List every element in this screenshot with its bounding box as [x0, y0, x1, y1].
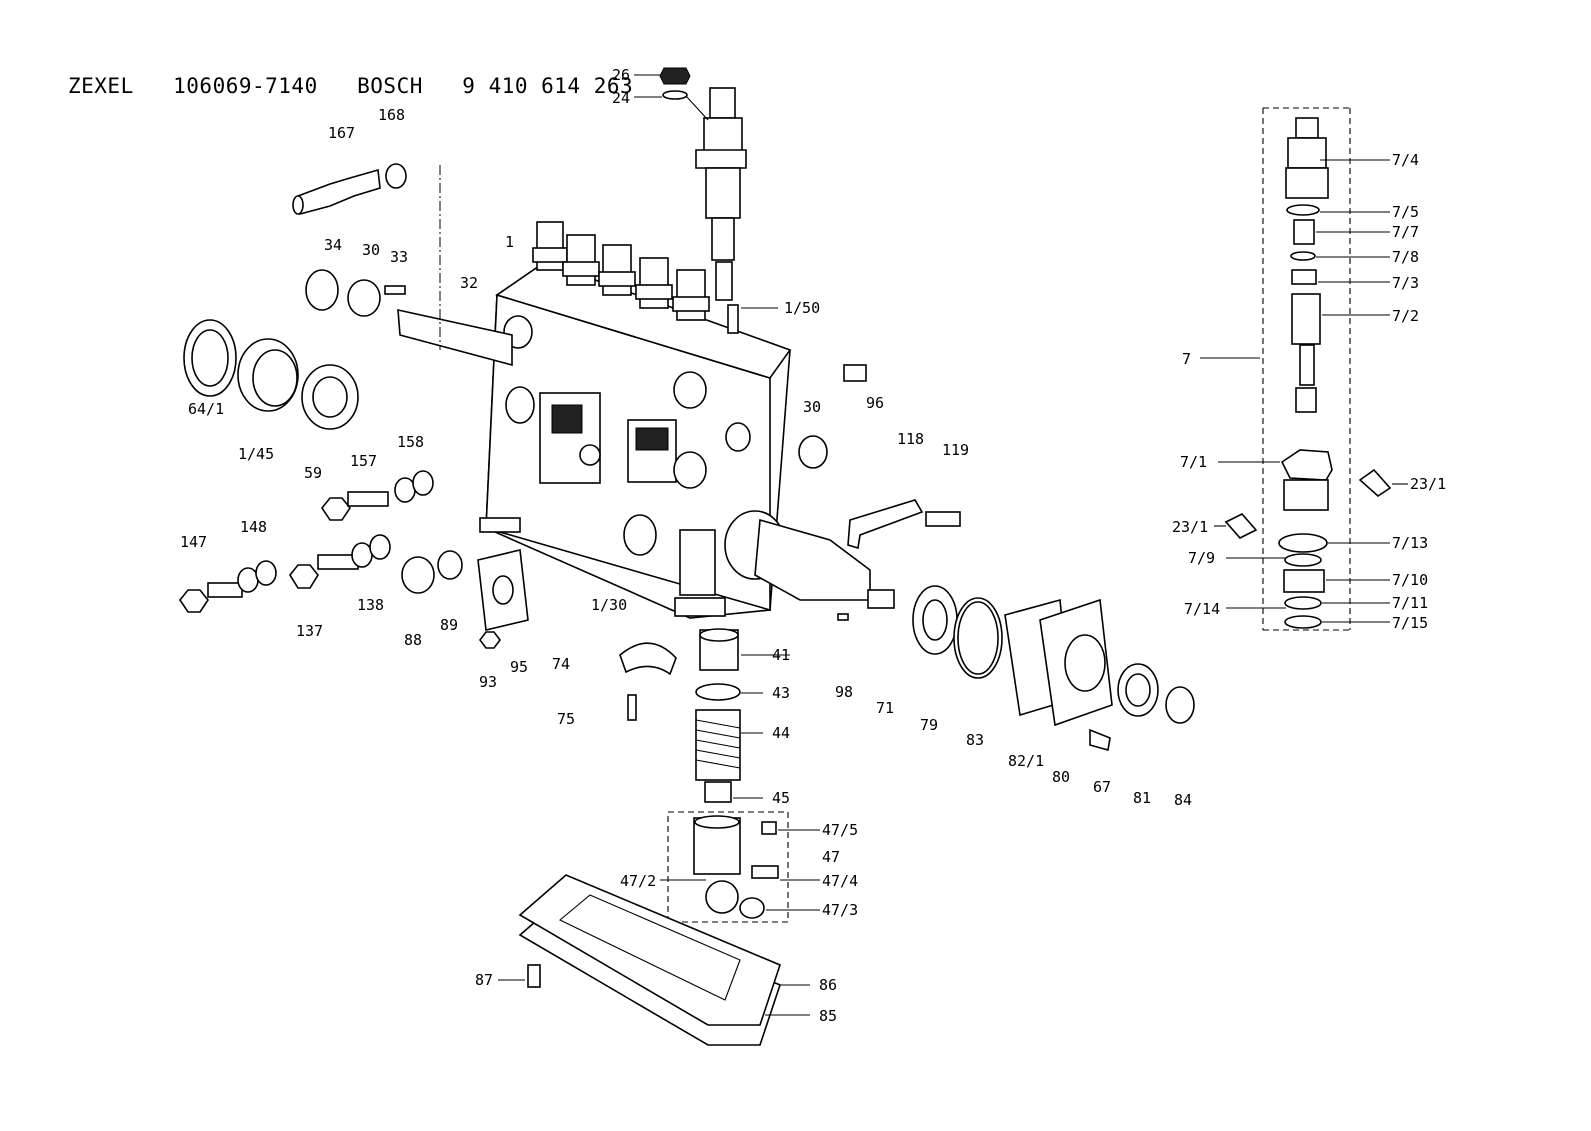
label-87: 87: [475, 971, 493, 989]
label-86: 86: [819, 976, 837, 994]
label-93: 93: [479, 673, 497, 691]
label-74: 74: [552, 655, 570, 673]
part-167-banjo-bolt: [292, 163, 407, 216]
label-79: 79: [920, 716, 938, 734]
label-119: 119: [942, 441, 969, 459]
label-96: 96: [866, 394, 884, 412]
label-158: 158: [397, 433, 424, 451]
label-7-5: 7/5: [1392, 203, 1419, 221]
bottom-cover-gaskets: [518, 874, 781, 1046]
label-89: 89: [440, 616, 458, 634]
delivery-valve-holders: [532, 221, 710, 321]
label-43: 43: [772, 684, 790, 702]
label-148: 148: [240, 518, 267, 536]
label-1-45: 1/45: [238, 445, 274, 463]
label-33: 33: [390, 248, 408, 266]
label-157: 157: [350, 452, 377, 470]
label-23-1-left: 23/1: [1172, 518, 1208, 536]
label-7-7: 7/7: [1392, 223, 1419, 241]
label-1: 1: [505, 233, 514, 251]
label-47-5: 47/5: [822, 821, 858, 839]
label-83: 83: [966, 731, 984, 749]
label-71: 71: [876, 699, 894, 717]
label-30-right: 30: [803, 398, 821, 416]
label-7-9: 7/9: [1188, 549, 1215, 567]
label-30-left: 30: [362, 241, 380, 259]
label-80: 80: [1052, 768, 1070, 786]
label-168: 168: [378, 106, 405, 124]
label-75: 75: [557, 710, 575, 728]
label-167: 167: [328, 124, 355, 142]
label-1-30: 1/30: [591, 596, 627, 614]
cover-plates: [401, 549, 529, 649]
label-7-11: 7/11: [1392, 594, 1428, 612]
label-34: 34: [324, 236, 342, 254]
left-bolts: [179, 470, 434, 613]
label-147: 147: [180, 533, 207, 551]
element-assembly-7: [1214, 117, 1408, 629]
label-118: 118: [897, 430, 924, 448]
label-7-8: 7/8: [1392, 248, 1419, 266]
label-23-1-right: 23/1: [1410, 475, 1446, 493]
top-nozzle-holder: [659, 67, 747, 334]
label-98: 98: [835, 683, 853, 701]
label-7-14: 7/14: [1184, 600, 1220, 618]
tappet-assembly: [627, 628, 789, 923]
label-26: 26: [612, 66, 630, 84]
label-7-3: 7/3: [1392, 274, 1419, 292]
bearing-stack-left: [183, 319, 359, 430]
label-47-4: 47/4: [822, 872, 858, 890]
label-7-1: 7/1: [1180, 453, 1207, 471]
label-138: 138: [357, 596, 384, 614]
label-47: 47: [822, 848, 840, 866]
label-7-2: 7/2: [1392, 307, 1419, 325]
camshaft-assembly: [724, 510, 1195, 752]
label-85: 85: [819, 1007, 837, 1025]
label-32: 32: [460, 274, 478, 292]
part-74-shim: [619, 642, 677, 676]
plug-assemblies: [305, 269, 406, 317]
label-64-1: 64/1: [188, 400, 224, 418]
label-45: 45: [772, 789, 790, 807]
label-59: 59: [304, 464, 322, 482]
label-7-4: 7/4: [1392, 151, 1419, 169]
label-88: 88: [404, 631, 422, 649]
label-84: 84: [1174, 791, 1192, 809]
label-1-50: 1/50: [784, 299, 820, 317]
label-24: 24: [612, 89, 630, 107]
label-137: 137: [296, 622, 323, 640]
label-7-10: 7/10: [1392, 571, 1428, 589]
diagram-title: ZEXEL 106069-7140 BOSCH 9 410 614 263: [68, 74, 634, 98]
label-7-13: 7/13: [1392, 534, 1428, 552]
callout-labels: 26 24 167 168 34 30 33 1 32 1/50 64/1 1/…: [180, 66, 1446, 1025]
right-small-parts: [798, 364, 961, 550]
label-67: 67: [1093, 778, 1111, 796]
pump-housing: [479, 261, 792, 619]
label-41: 41: [772, 646, 790, 664]
label-82-1: 82/1: [1008, 752, 1044, 770]
label-44: 44: [772, 724, 790, 742]
label-47-2: 47/2: [620, 872, 656, 890]
label-47-3: 47/3: [822, 901, 858, 919]
label-95: 95: [510, 658, 528, 676]
control-rack: [397, 165, 513, 367]
label-81: 81: [1133, 789, 1151, 807]
label-7: 7: [1182, 350, 1191, 368]
label-7-15: 7/15: [1392, 614, 1428, 632]
